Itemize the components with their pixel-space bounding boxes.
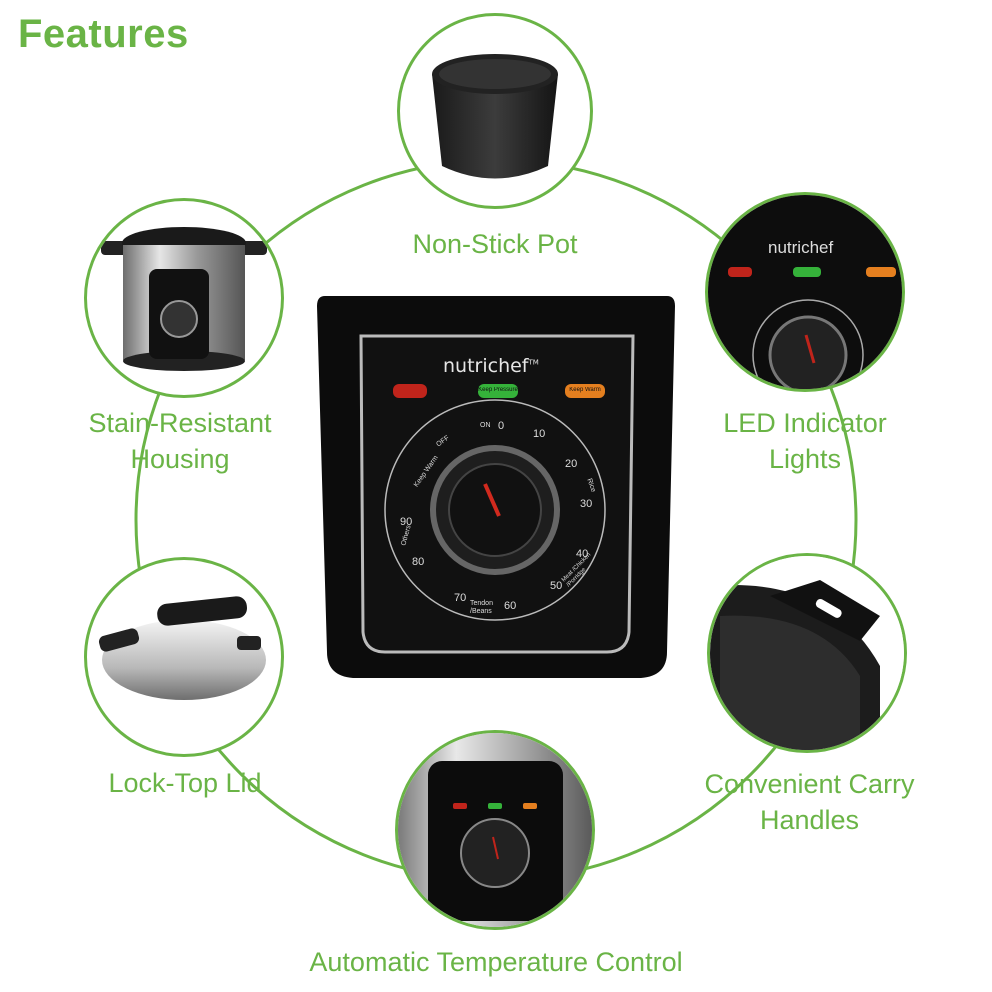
pressure-led-red bbox=[393, 384, 427, 398]
mode-tendon: Tendon /Beans bbox=[470, 600, 493, 615]
pot-image-circle bbox=[397, 13, 593, 209]
dial-tick-0: 0 bbox=[498, 420, 505, 432]
housing-label-line2: Housing bbox=[130, 444, 230, 474]
panel-brand-name: nutrichef bbox=[443, 355, 529, 377]
pot-label: Non-Stick Pot bbox=[412, 229, 578, 259]
led-label: LED Indicator Lights bbox=[690, 405, 920, 477]
led-image-circle: nutrichef bbox=[705, 192, 905, 392]
keep-warm-text: Keep Warm bbox=[569, 387, 601, 393]
dial-tick-50: 50 bbox=[550, 580, 563, 592]
control-panel-thumbnail bbox=[398, 733, 592, 927]
cooker-body-image bbox=[101, 227, 267, 371]
lid-image bbox=[98, 596, 266, 700]
carry-handle-image bbox=[710, 556, 904, 750]
dial-tick-40: 40 bbox=[576, 548, 589, 560]
temp-image-circle bbox=[395, 730, 595, 930]
svg-text:nutrichef: nutrichef bbox=[768, 238, 833, 257]
mode-on: ON bbox=[480, 422, 491, 429]
handles-label-line2: Handles bbox=[759, 805, 860, 835]
housing-image-circle bbox=[84, 198, 284, 398]
page-title: Features bbox=[18, 12, 189, 56]
lid-image-circle bbox=[84, 557, 284, 757]
handles-image-circle bbox=[707, 553, 907, 753]
temp-label: Automatic Temperature Control bbox=[309, 947, 683, 977]
panel-brand-tm: TM bbox=[528, 358, 539, 367]
led-closeup-image: nutrichef bbox=[708, 195, 902, 389]
dial-scale-ring bbox=[384, 399, 606, 621]
dial-tick-90: 90 bbox=[400, 516, 413, 528]
non-stick-pot-image bbox=[432, 54, 558, 179]
led-label-line2: Lights bbox=[768, 444, 842, 474]
handles-label-line1: Convenient Carry bbox=[704, 769, 915, 799]
panel-brand: nutrichefTM bbox=[443, 355, 539, 377]
dial-tick-10: 10 bbox=[533, 428, 546, 440]
knob-pointer bbox=[483, 483, 501, 517]
dial-tick-20: 20 bbox=[565, 458, 578, 470]
keep-pressure-text: Keep Pressure bbox=[478, 387, 518, 393]
keep-warm-led bbox=[565, 384, 605, 398]
dial-tick-60: 60 bbox=[504, 600, 517, 612]
lid-label: Lock-Top Lid bbox=[108, 768, 262, 798]
handles-label: Convenient Carry Handles bbox=[672, 766, 947, 838]
housing-label: Stain-Resistant Housing bbox=[60, 405, 300, 477]
dial-tick-30: 30 bbox=[580, 498, 593, 510]
control-panel bbox=[317, 296, 675, 678]
led-label-line1: LED Indicator bbox=[723, 408, 887, 438]
housing-label-line1: Stain-Resistant bbox=[88, 408, 272, 438]
keep-pressure-led bbox=[478, 384, 518, 398]
dial-tick-70: 70 bbox=[454, 592, 467, 604]
dial-tick-80: 80 bbox=[412, 556, 425, 568]
